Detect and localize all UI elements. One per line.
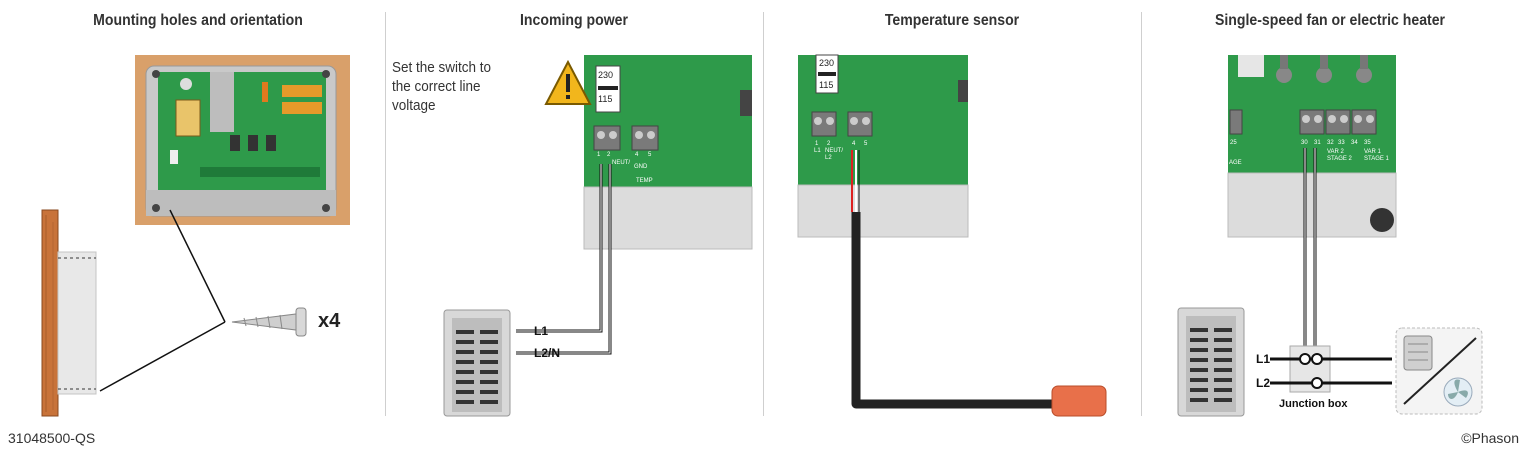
terminal-label: 2 <box>827 141 831 147</box>
terminal-label: 32 <box>1327 140 1334 146</box>
terminal-label: 30 <box>1301 140 1308 146</box>
switch-label-230: 230 <box>819 58 835 68</box>
terminal-block <box>1229 109 1377 135</box>
wire-label-l1: L1 <box>534 324 549 338</box>
voltage-note: Set the switch to the correct line volta… <box>392 59 492 114</box>
fan-illustration <box>1177 55 1483 417</box>
panel-title-mounting: Mounting holes and orientation <box>93 12 303 29</box>
wire-label-l2n: L2/N <box>534 346 561 360</box>
terminal-label: STAGE 1 <box>1364 156 1389 162</box>
breaker-panel <box>443 309 511 417</box>
terminal-label: 31 <box>1314 140 1321 146</box>
panel-divider <box>763 12 764 416</box>
terminal-label: STAGE 2 <box>1327 156 1352 162</box>
warning-icon <box>544 59 592 105</box>
terminal-label: L1 <box>814 148 821 154</box>
terminal-block <box>811 111 873 137</box>
panel-title-fan: Single-speed fan or electric heater <box>1214 12 1446 29</box>
switch-label-115: 115 <box>819 80 834 90</box>
heater-icon <box>1403 335 1433 371</box>
wire-l1-inner <box>516 164 602 332</box>
terminal-label: 4 <box>635 152 639 158</box>
switch-label-115: 115 <box>598 94 613 104</box>
panel-title-sensor: Temperature sensor <box>884 12 1020 29</box>
terminal-label: 5 <box>864 141 868 147</box>
terminal-label: VAR 2 <box>1327 149 1344 155</box>
enclosure-side <box>57 251 97 395</box>
terminal-label: 5 <box>648 152 652 158</box>
wire-l2-inner <box>516 164 611 354</box>
junction-box <box>1289 345 1331 393</box>
panel-divider <box>1141 12 1142 416</box>
terminal-label: AGE <box>1229 160 1242 166</box>
terminal-label: 33 <box>1338 140 1345 146</box>
mounting-illustration <box>41 55 350 417</box>
voltage-switch <box>595 65 621 113</box>
sensor-tip <box>1051 385 1107 417</box>
terminal-label: 35 <box>1364 140 1371 146</box>
wire-label-l1: L1 <box>1256 352 1271 366</box>
terminal-label: 1 <box>815 141 819 147</box>
terminal-label: NEUT/ <box>825 148 843 154</box>
panel-title-power: Incoming power <box>520 12 628 29</box>
wood-post <box>41 209 59 417</box>
terminal-label: 25 <box>1230 140 1237 146</box>
screw-icon <box>231 307 307 337</box>
junction-box-label: Junction box <box>1279 398 1348 410</box>
terminal-label: GND <box>634 164 648 170</box>
sensor-illustration <box>797 54 1107 417</box>
voltage-switch <box>815 54 839 94</box>
power-illustration <box>443 55 753 417</box>
wire-label-l2: L2 <box>1256 376 1271 390</box>
terminal-label: 4 <box>852 141 856 147</box>
terminal-label: L2 <box>825 155 832 161</box>
terminal-label: 34 <box>1351 140 1358 146</box>
terminal-label: 2 <box>607 152 611 158</box>
doc-id: 31048500-QS <box>8 430 96 446</box>
breaker-panel <box>1177 307 1245 417</box>
terminal-label: TEMP <box>636 178 653 184</box>
panel-divider <box>385 12 386 416</box>
copyright: ©Phason <box>1461 430 1519 446</box>
screw-count: x4 <box>318 310 341 332</box>
terminal-label: VAR 1 <box>1364 149 1381 155</box>
sensor-cable <box>851 212 1054 409</box>
terminal-block <box>593 125 659 151</box>
fan-icon <box>1443 377 1473 407</box>
switch-label-230: 230 <box>598 70 614 80</box>
terminal-label: 1 <box>597 152 601 158</box>
terminal-label: NEUT/ <box>612 160 630 166</box>
